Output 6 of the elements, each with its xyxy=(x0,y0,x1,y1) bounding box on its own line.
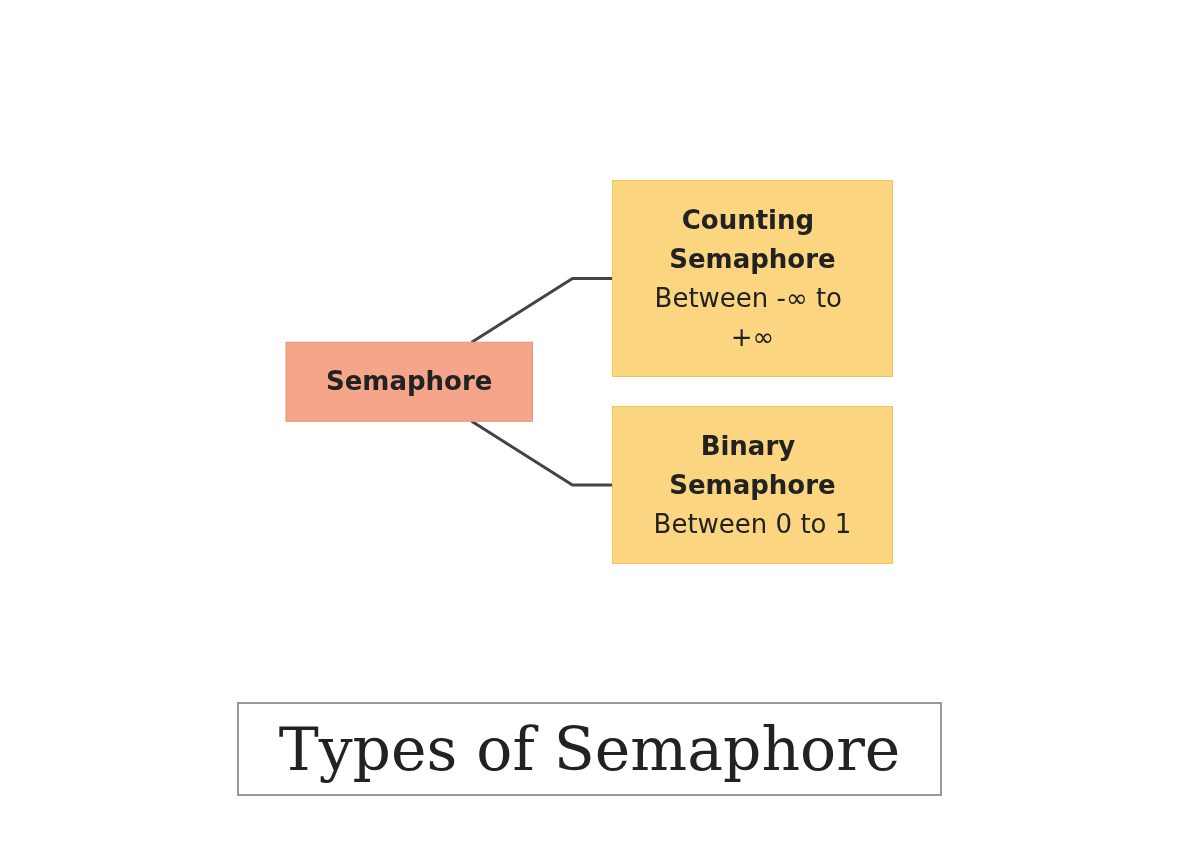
node-box: Binary Semaphore Between 0 to 1 xyxy=(612,405,894,564)
connector xyxy=(471,419,613,486)
node-box: Semaphore xyxy=(285,341,534,422)
node-box: Counting Semaphore Between -∞ to +∞ xyxy=(612,179,894,377)
connector xyxy=(471,276,613,343)
caption-box: Types of Semaphore xyxy=(236,701,943,796)
